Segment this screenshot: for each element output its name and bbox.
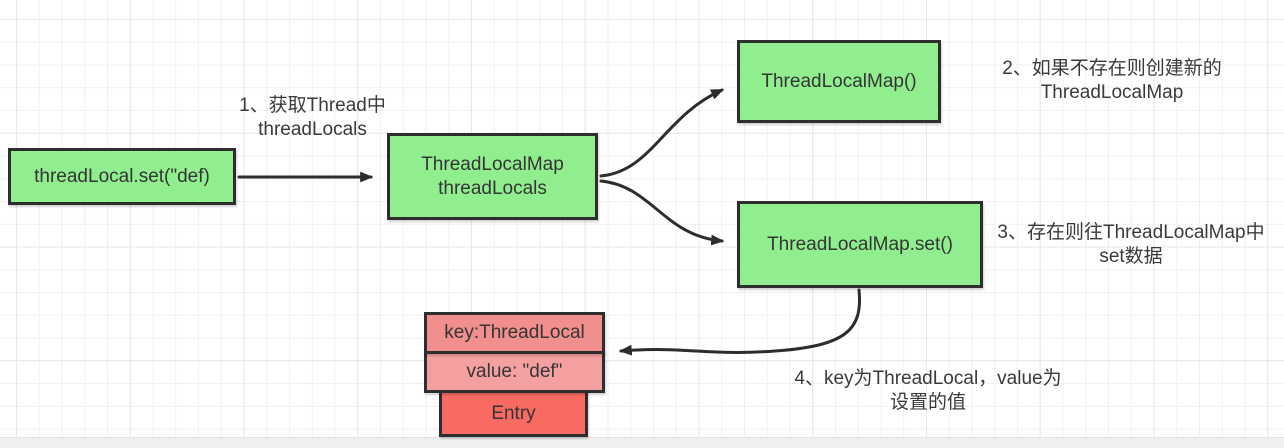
node-entry-key: key:ThreadLocal [424,312,605,354]
node-threadlocalmap-constructor: ThreadLocalMap() [737,40,941,123]
annotation-step2-line2: ThreadLocalMap [1040,82,1184,104]
annotation-step4: 4、key为ThreadLocal，value为 设置的值 [761,367,1095,416]
annotation-step2-line1: 2、如果不存在则创建新的 [1002,58,1222,79]
node-threadlocals-field-line2: threadLocals [438,177,547,199]
node-threadlocal-set: threadLocal.set("def) [8,148,236,205]
canvas-bottom-edge [0,437,1284,448]
annotation-step1-line2: threadLocals [258,119,367,141]
annotation-step1: 1、获取Thread中 threadLocals [215,94,410,143]
node-entry-value: value: "def" [424,351,605,393]
node-entry-value-label: value: "def" [466,361,563,383]
arrow-threadlocals-to-constructor [599,88,724,178]
annotation-step1-line1: 1、获取Thread中 [239,95,386,116]
arrow-mapset-to-entry [618,288,862,356]
annotation-step3-line2: set数据 [1099,246,1163,268]
node-entry-label: Entry [491,402,536,424]
node-threadlocalmap-set: ThreadLocalMap.set() [737,201,983,288]
annotation-step4-line1: 4、key为ThreadLocal，value为 [794,368,1062,389]
arrow-threadlocals-to-mapset [599,179,725,246]
node-threadlocals-field: ThreadLocalMap threadLocals [387,133,598,220]
node-entry-key-label: key:ThreadLocal [444,322,585,344]
node-threadlocalmap-constructor-label: ThreadLocalMap() [761,70,917,92]
annotation-step3: 3、存在则往ThreadLocalMap中 set数据 [978,221,1284,270]
annotation-step3-line1: 3、存在则往ThreadLocalMap中 [997,222,1265,243]
node-threadlocalmap-set-label: ThreadLocalMap.set() [767,233,953,255]
annotation-step4-line2: 设置的值 [889,392,966,414]
node-entry: Entry [439,390,588,437]
node-threadlocal-set-label: threadLocal.set("def) [34,165,210,187]
annotation-step2: 2、如果不存在则创建新的 ThreadLocalMap [948,57,1276,106]
node-threadlocals-field-line1: ThreadLocalMap [421,154,564,176]
